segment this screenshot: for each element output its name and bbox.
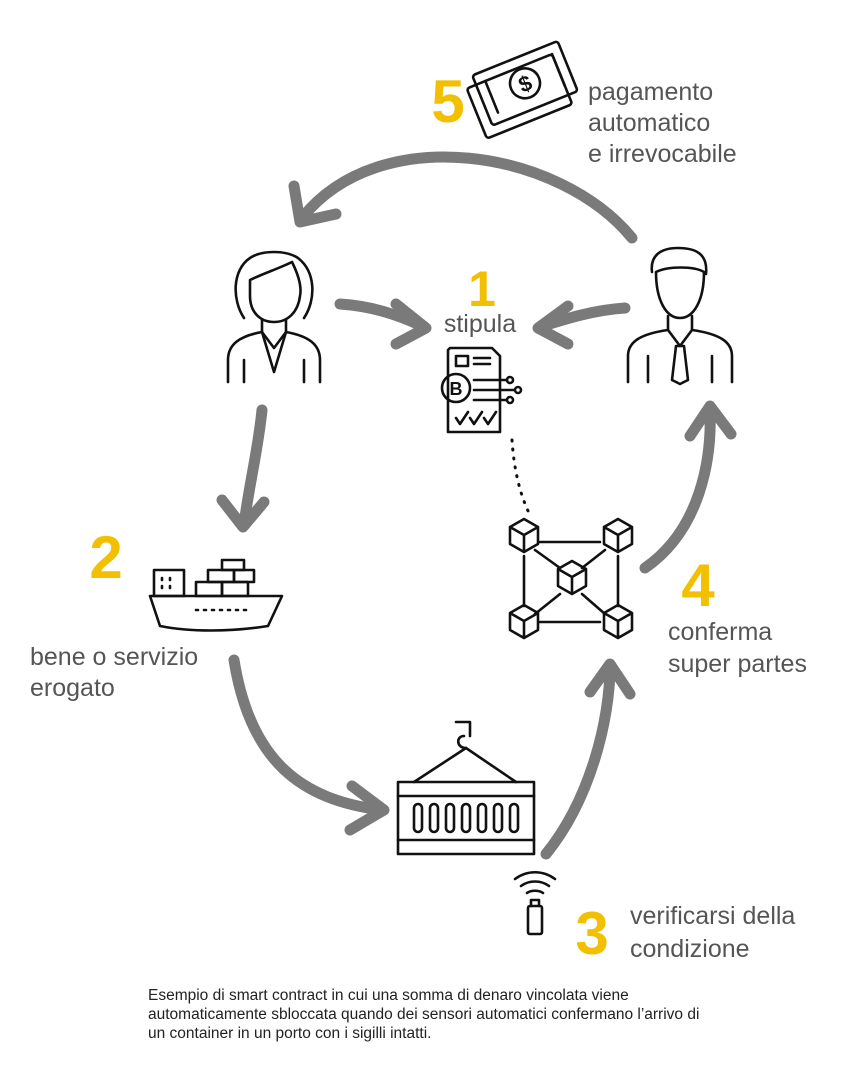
block-top-right xyxy=(602,517,634,554)
caption: Esempio di smart contract in cui una som… xyxy=(148,986,828,1043)
block-bottom-right xyxy=(602,603,634,640)
block-center xyxy=(556,559,588,596)
step-3-number: 3 xyxy=(575,900,608,967)
sensor-icon xyxy=(513,870,557,936)
arrow-sensor-to-blockchain xyxy=(540,660,616,860)
caption-line: un container in un porto con i sigilli i… xyxy=(148,1025,432,1042)
step-1-label: stipula xyxy=(444,310,516,338)
step-4-label: conferma super partes xyxy=(668,618,807,678)
caption-line: Esempio di smart contract in cui una som… xyxy=(148,987,629,1004)
step-3-label: verificarsi della condizione xyxy=(630,902,802,963)
blockchain-network-icon xyxy=(508,517,634,640)
arrows xyxy=(216,151,737,860)
step-4-number: 4 xyxy=(681,552,715,619)
cargo-ship-icon xyxy=(148,558,284,632)
svg-text:$: $ xyxy=(515,70,536,98)
svg-text:B: B xyxy=(450,379,463,399)
money-icon: $ xyxy=(466,40,579,139)
arrow-ship-to-container xyxy=(228,654,388,816)
shipping-container-icon xyxy=(396,720,536,856)
step-2-label: bene o servizio erogato xyxy=(30,643,205,702)
businessman-icon xyxy=(626,246,734,386)
block-bottom-left xyxy=(508,603,540,640)
arrow-payment xyxy=(296,151,638,244)
step-5-label: pagamento automatico e irrevocabile xyxy=(588,78,737,168)
arrow-blockchain-to-man xyxy=(639,404,716,574)
businesswoman-icon xyxy=(226,250,322,384)
smart-contract-icon: B xyxy=(440,346,523,434)
step-5-number: 5 xyxy=(431,68,464,135)
step-2-number: 2 xyxy=(89,524,122,591)
caption-line: automaticamente sbloccata quando dei sen… xyxy=(148,1006,700,1023)
step-1-number: 1 xyxy=(468,261,496,317)
block-top-left xyxy=(508,517,540,554)
arrow-woman-to-ship xyxy=(238,404,268,530)
dotted-link xyxy=(510,438,532,517)
